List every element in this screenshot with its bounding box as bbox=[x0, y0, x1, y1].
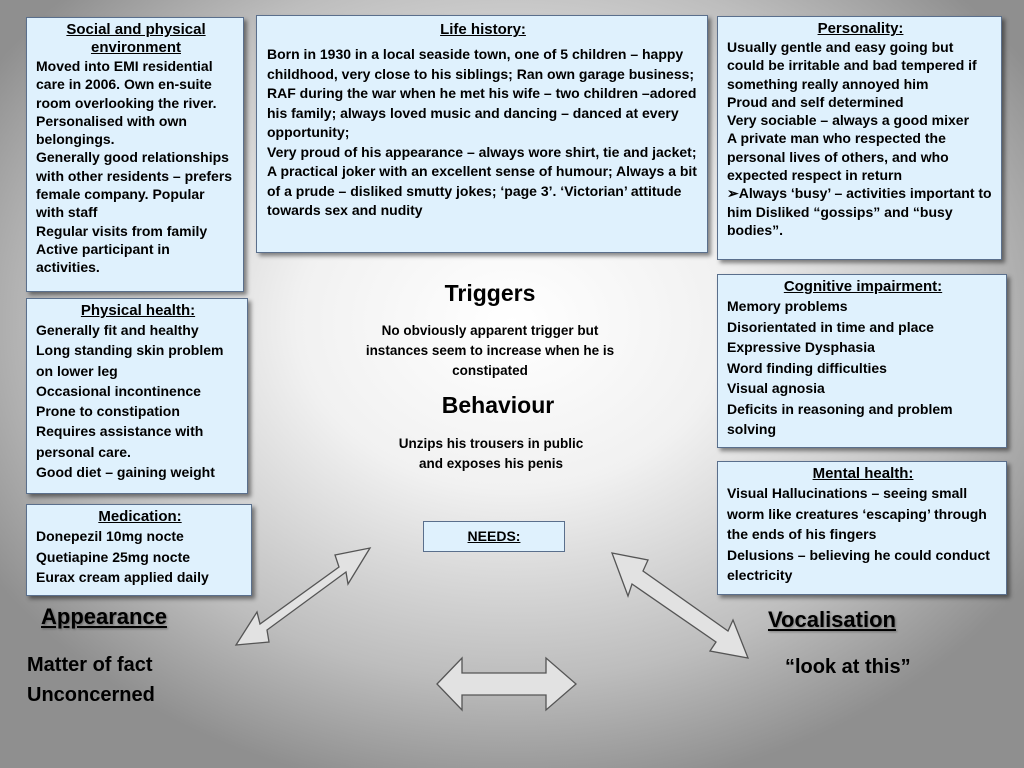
medication-line: Quetiapine 25mg nocte bbox=[36, 548, 191, 565]
life-history-text: Born in 1930 in a local seaside town, on… bbox=[267, 46, 697, 218]
mental-health-title: Mental health: bbox=[812, 465, 914, 482]
needs-box: NEEDS: bbox=[423, 521, 565, 552]
personality-box: Personality: Usually gentle and easy goi… bbox=[717, 16, 1002, 260]
double-arrow-horizontal bbox=[436, 656, 577, 712]
physical-line: Good diet – gaining weight bbox=[36, 464, 215, 481]
personality-line: Proud and self determined bbox=[727, 93, 904, 110]
social-line: Generally good relationships with other … bbox=[36, 149, 233, 221]
behaviour-text: Unzips his trousers in public and expose… bbox=[398, 436, 584, 471]
social-line: Moved into EMI residential care in 2006.… bbox=[36, 58, 217, 111]
vocalisation-text: “look at this” bbox=[785, 656, 911, 678]
behaviour-heading: Behaviour bbox=[441, 392, 555, 418]
appearance-line: Unconcerned bbox=[27, 684, 155, 706]
personality-line: Usually gentle and easy going but could … bbox=[727, 39, 977, 92]
medication-line: Eurax cream applied daily bbox=[36, 569, 209, 585]
physical-line: Long standing skin problem on lower leg bbox=[36, 342, 224, 379]
social-environment-title: Social and physical environment bbox=[66, 21, 206, 56]
personality-line: Very sociable – always a good mixer bbox=[727, 112, 970, 129]
cognitive-impairment-box: Cognitive impairment: Memory problems Di… bbox=[717, 274, 1007, 448]
cognitive-line: Word finding difficulties bbox=[727, 359, 887, 376]
appearance-text: Matter of fact Unconcerned bbox=[27, 650, 155, 710]
cognitive-line: Disorientated in time and place bbox=[727, 318, 934, 335]
cognitive-line: Expressive Dysphasia bbox=[727, 339, 875, 355]
triggers-heading: Triggers bbox=[444, 280, 536, 306]
personality-title: Personality: bbox=[817, 20, 904, 37]
medication-title: Medication: bbox=[98, 508, 182, 525]
mental-health-box: Mental health: Visual Hallucinations – s… bbox=[717, 461, 1007, 595]
medication-box: Medication: Donepezil 10mg nocte Quetiap… bbox=[26, 504, 252, 596]
cognitive-line: Deficits in reasoning and problem solvin… bbox=[727, 400, 953, 438]
mental-line: Delusions – believing he could conduct e… bbox=[727, 546, 990, 584]
appearance-line: Matter of fact bbox=[27, 654, 153, 676]
life-history-title: Life history: bbox=[440, 21, 526, 38]
physical-line: Requires assistance with personal care. bbox=[36, 423, 204, 460]
double-arrow-right bbox=[610, 552, 750, 659]
vocalisation-heading: Vocalisation bbox=[768, 607, 896, 632]
social-line: Regular visits from family bbox=[36, 222, 208, 239]
physical-line: Occasional incontinence bbox=[36, 382, 201, 399]
medication-line: Donepezil 10mg nocte bbox=[36, 528, 184, 544]
physical-health-title: Physical health: bbox=[80, 302, 196, 319]
life-history-box: Life history: Born in 1930 in a local se… bbox=[256, 15, 708, 253]
mental-line: Visual Hallucinations – seeing small wor… bbox=[727, 485, 987, 542]
physical-line: Generally fit and healthy bbox=[36, 322, 199, 338]
cognitive-line: Visual agnosia bbox=[727, 380, 825, 396]
social-line: Active participant in activities. bbox=[36, 240, 170, 276]
social-environment-box: Social and physical environment Moved in… bbox=[26, 17, 244, 292]
physical-line: Prone to constipation bbox=[36, 403, 180, 420]
social-line: Personalised with own belongings. bbox=[36, 112, 187, 148]
appearance-heading: Appearance bbox=[41, 604, 167, 629]
triggers-text: No obviously apparent trigger but instan… bbox=[365, 323, 615, 378]
personality-line: ➢Always ‘busy’ – activities important to… bbox=[727, 185, 992, 238]
cognitive-line: Memory problems bbox=[727, 298, 848, 314]
cognitive-impairment-title: Cognitive impairment: bbox=[783, 278, 943, 295]
personality-line: A private man who respected the personal… bbox=[727, 130, 949, 184]
physical-health-box: Physical health: Generally fit and healt… bbox=[26, 298, 248, 494]
double-arrow-left bbox=[234, 547, 372, 646]
